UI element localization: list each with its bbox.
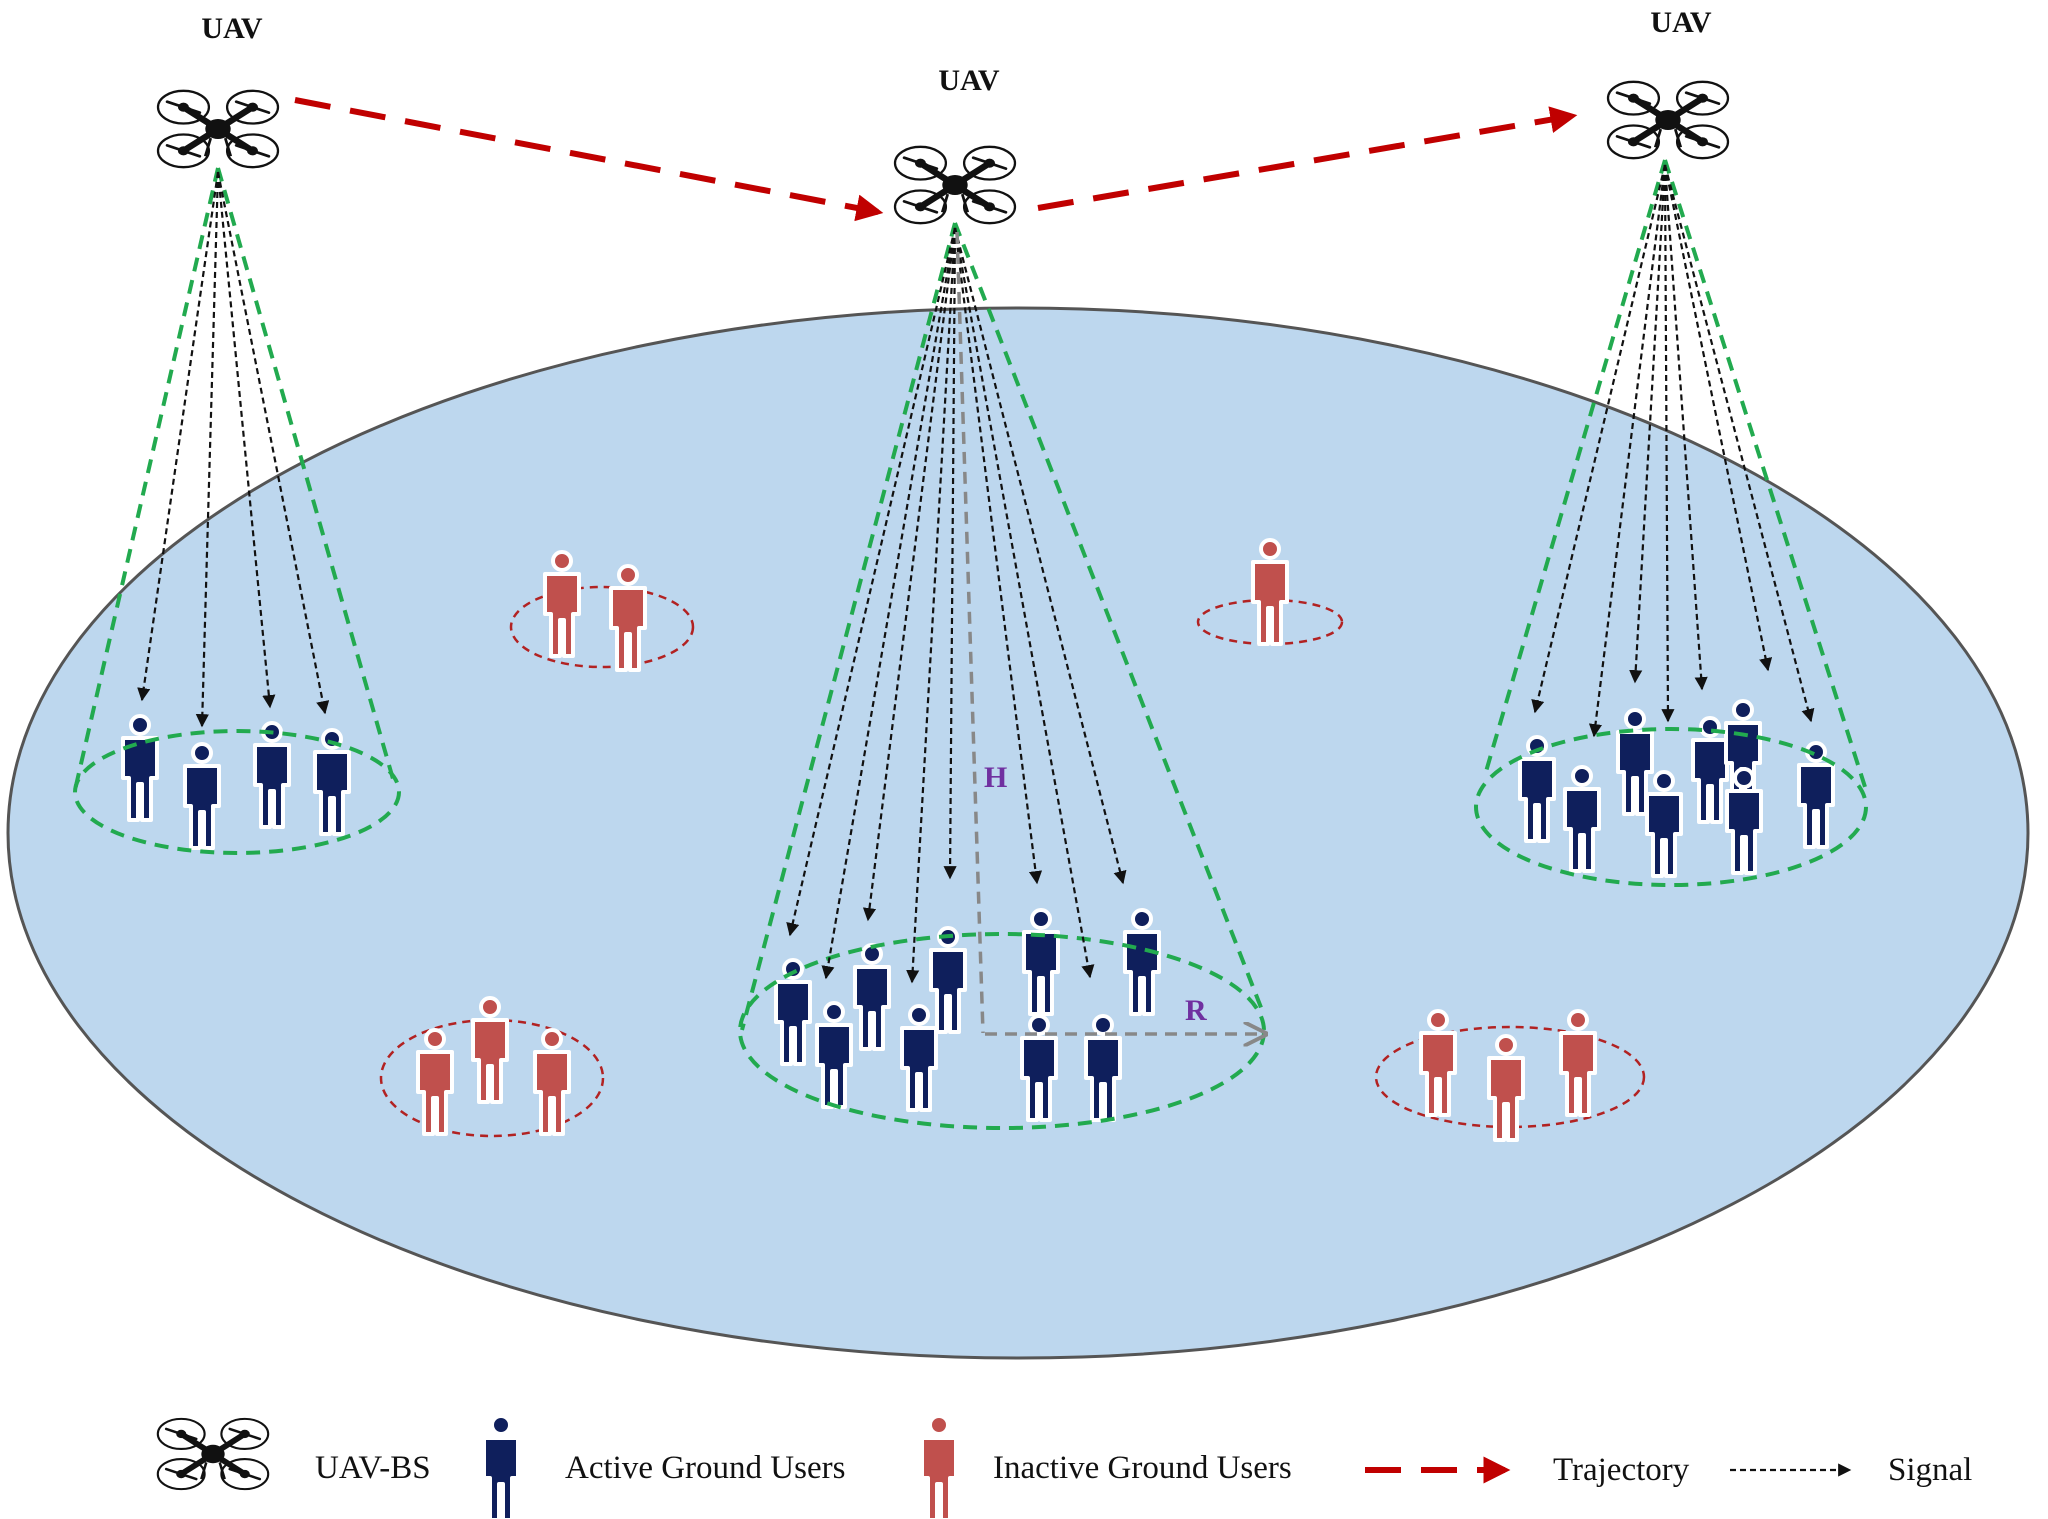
uav-left: UAV: [158, 12, 278, 167]
uav-right-label: UAV: [1650, 6, 1711, 39]
legend-item-trajectory: Trajectory: [1365, 1452, 1690, 1488]
height-label: H: [984, 761, 1007, 794]
uav-trajectory: [294, 97, 1578, 222]
legend-item-signal: Signal: [1730, 1452, 1972, 1488]
legend-label-inactive: Inactive Ground Users: [993, 1450, 1292, 1486]
legend-item-inactive: Inactive Ground Users: [920, 1414, 1292, 1519]
inactive-group-4: [1374, 1009, 1646, 1142]
legend-item-active: Active Ground Users: [482, 1414, 845, 1519]
uav-left-label: UAV: [201, 12, 262, 45]
signal-beams-center: [786, 227, 1127, 984]
inactive-ring: [1374, 1025, 1646, 1129]
inactive-group-3: [379, 996, 605, 1138]
legend-item-uav: UAV-BS: [158, 1419, 431, 1489]
uav-center: UAV: [895, 64, 1015, 223]
drone-icon: [158, 1419, 268, 1489]
legend-label-signal: Signal: [1888, 1452, 1972, 1488]
inactive-user-icon: [920, 1414, 958, 1519]
drone-icon: [1608, 82, 1728, 158]
legend-label-uav: UAV-BS: [315, 1450, 431, 1486]
drone-icon: [895, 147, 1015, 223]
uav-right: UAV: [1608, 6, 1728, 158]
legend-label-active: Active Ground Users: [565, 1450, 845, 1486]
inactive-group-1: [509, 550, 695, 672]
inactive-ring: [1196, 598, 1344, 646]
signal-beams-right: [1531, 164, 1815, 738]
inactive-group-2: [1196, 538, 1344, 646]
signal-beams-left: [137, 171, 330, 728]
legend-label-trajectory: Trajectory: [1553, 1452, 1690, 1488]
uav-center-label: UAV: [938, 64, 999, 97]
active-user-icon: [482, 1414, 520, 1519]
service-area-ground: [6, 306, 2030, 1360]
coverage-cone-right: [1474, 159, 1868, 887]
coverage-cone-left: [73, 167, 401, 855]
height-dimension: H: [955, 231, 1007, 1034]
drone-icon: [158, 91, 278, 167]
radius-dimension: R: [985, 994, 1263, 1034]
inactive-ring: [509, 585, 695, 669]
legend: UAV-BS Active Ground Users Inactive Grou…: [158, 1414, 1972, 1519]
radius-label: R: [1185, 994, 1207, 1027]
